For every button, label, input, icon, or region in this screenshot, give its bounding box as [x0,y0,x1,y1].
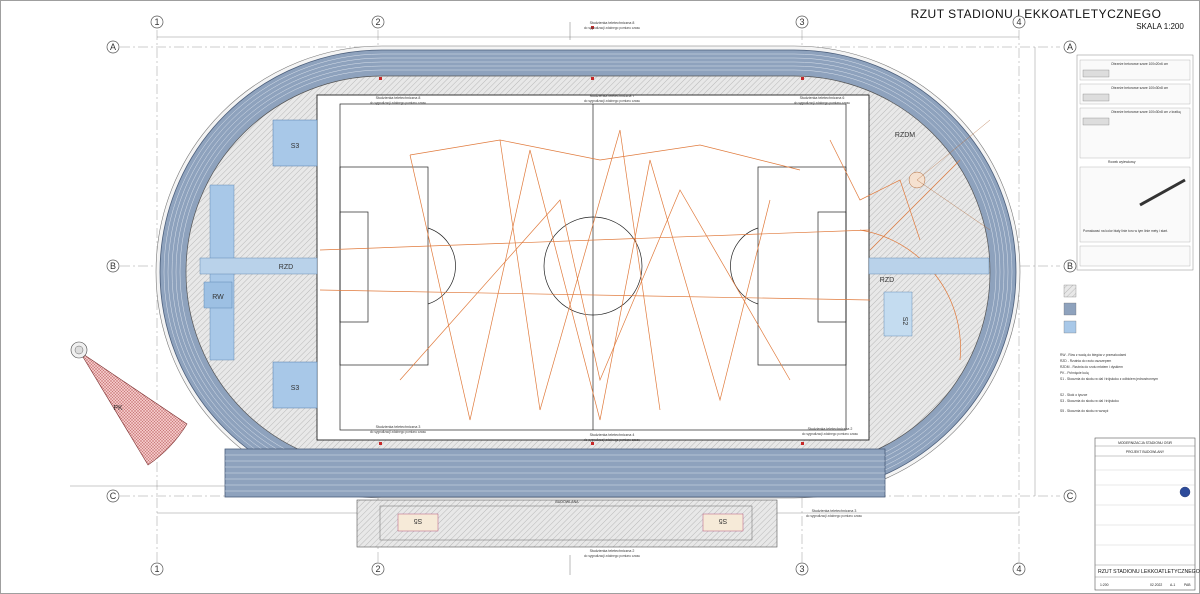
legend-note-long: Pomalować na kolor biały linie toru w ty… [1083,229,1168,233]
sprint-lane-lines [225,454,885,492]
hatch-legend [1063,284,1077,334]
note-bottom-center: Studzienka teletechniczna 4 [590,433,635,437]
abbrev-2: RZDM - Rzutnia do rzutu młotem i dyskiem [1060,365,1123,369]
note-top-right-sub: do sygnalizacji zdalnego pomiaru czasu [794,101,850,105]
s5-left-pit [397,513,439,532]
note-bottom-left-sub: do sygnalizacji zdalnego pomiaru czasu [370,430,426,434]
zone-rzd-west: RZD [279,264,293,271]
tb-scale: 1:200 [1100,583,1109,587]
s3-lower-pit [272,361,318,409]
abbrev-6: S3 - Skocznia do skoku w dal i trójskoku [1060,399,1119,403]
company-logo [1179,486,1191,498]
zone-rzdm: RZDM [895,132,915,139]
rzd-east-runway [868,257,990,275]
grid-col-4: 4 [1016,17,1021,27]
grid-col-1: 1 [154,17,159,27]
note-top-outer-sub: do sygnalizacji zdalnego pomiaru czasu [584,26,640,30]
abbreviation-list: RW - Rów z wodą do biegów z przeszkodami… [1060,353,1158,413]
tb-sheet-no: A-1 [1170,583,1175,587]
abbrev-0: RW - Rów z wodą do biegów z przeszkodami [1060,353,1126,357]
grid-row-b-left: B [110,261,116,271]
orange-layout-lines [319,129,961,421]
zone-s2: S2 [901,317,908,326]
legend-panel: Obrzeże betonowe szare 100x20x6 cm Obrze… [1076,54,1194,271]
grid-col-3: 3 [799,17,804,27]
label-budowlana: BUDOWLANA [555,500,579,504]
note-straight-bottom-sub: do sygnalizacji zdalnego pomiaru czasu [584,554,640,558]
grid-col-1-bottom: 1 [154,564,159,574]
drawing-title: RZUT STADIONU LEKKOATLETYCZNEGO [911,7,1162,21]
drawing-scale: SKALA 1:200 [1136,22,1184,31]
grid-row-c-right: C [1067,491,1074,501]
abbrev-7: S5 - Skocznia do skoku w wzwyż [1060,409,1109,413]
tb-rev: PAB [1184,583,1191,587]
tb-investor: MODERNIZACJA STADIONU OSiR [1118,441,1172,445]
shot-put-sector [79,351,188,466]
grid-row-b-right: B [1067,261,1073,271]
note-top-right: Studzienka teletechniczna 6 [800,96,845,100]
note-top-left: Studzienka teletechniczna 8 [376,96,421,100]
abbrev-1: RZD - Rzutnia do rzutu oszczepem [1060,359,1112,363]
zone-s3-upper: S3 [291,143,300,150]
note-bottom-left: Studzienka teletechniczna 3 [376,425,421,429]
tb-sheet-title: RZUT STADIONU LEKKOATLETYCZNEGO [1098,569,1200,575]
zone-s3-lower: S3 [291,385,300,392]
zone-s5-right: S5 [719,517,728,524]
grid-row-a-right: A [1067,42,1073,52]
note-top-center: Studzienka teletechniczna 7 [590,94,635,98]
grid-col-3-bottom: 3 [799,564,804,574]
note-straight-mid: Studzienka teletechniczna 3 [812,509,857,513]
zone-rzd-east: RZD [880,277,894,284]
pitch-markings [339,103,847,431]
note-bottom-right: Studzienka teletechniczna 2 [808,427,853,431]
s3-upper-pit [272,119,318,167]
s2-pit [883,291,913,337]
note-straight-mid-sub: do sygnalizacji zdalnego pomiaru czasu [806,514,862,518]
note-top-outer: Studzienka teletechniczna 8 [590,21,635,25]
grid-col-2: 2 [375,17,380,27]
s5-right-pit [702,513,744,532]
note-bottom-right-sub: do sygnalizacji zdalnego pomiaru czasu [802,432,858,436]
legend-item-2: Obrzeże betonowe szare 100x30x8 cm [1111,86,1168,90]
rzd-west-runway [199,257,318,275]
legend-note-1: Rowek wylewkowy [1108,160,1136,164]
note-top-left-sub: do sygnalizacji zdalnego pomiaru czasu [370,101,426,105]
abbrev-4: S1 - Skocznia do skoku w dal i trójskoku… [1060,377,1158,381]
grid-row-c-left: C [110,491,117,501]
zone-s5-left: S5 [414,517,423,524]
grid-column-markers-top: 1 2 3 4 [150,15,1026,29]
tb-date: 02.2022 [1150,583,1162,587]
grid-col-2-bottom: 2 [375,564,380,574]
note-straight-bottom: Studzienka teletechniczna 2 [590,549,635,553]
legend-item-3: Obrzeże betonowe szare 100x30x8 cm z kra… [1111,110,1181,114]
rzdm-sector [916,119,991,231]
note-top-center-sub: do sygnalizacji zdalnego pomiaru czasu [584,99,640,103]
rw-water-jump [203,281,233,309]
grid-column-markers-bottom: 1 2 3 4 [150,562,1026,576]
tb-stage: PROJEKT BUDOWLANY [1126,450,1165,454]
abbrev-5: S2 - Skok o tyczce [1060,393,1087,397]
zone-rw: RW [212,294,224,301]
legend-item-1: Obrzeże betonowe szare 100x20x6 cm [1111,62,1168,66]
grid-row-markers: A B C A B C [106,40,1077,503]
zone-pk: PK [113,405,123,412]
grid-col-4-bottom: 4 [1016,564,1021,574]
telecom-box-markers [379,26,804,445]
lower-jump-border [379,505,753,541]
shot-put-inner [74,345,84,355]
abbrev-3: PK - Pchnięcie kulą [1060,371,1089,375]
note-bottom-center-sub: do sygnalizacji zdalnego pomiaru czasu [584,438,640,442]
title-block: MODERNIZACJA STADIONU OSiR PROJEKT BUDOW… [1094,437,1200,591]
grid-row-a-left: A [110,42,116,52]
